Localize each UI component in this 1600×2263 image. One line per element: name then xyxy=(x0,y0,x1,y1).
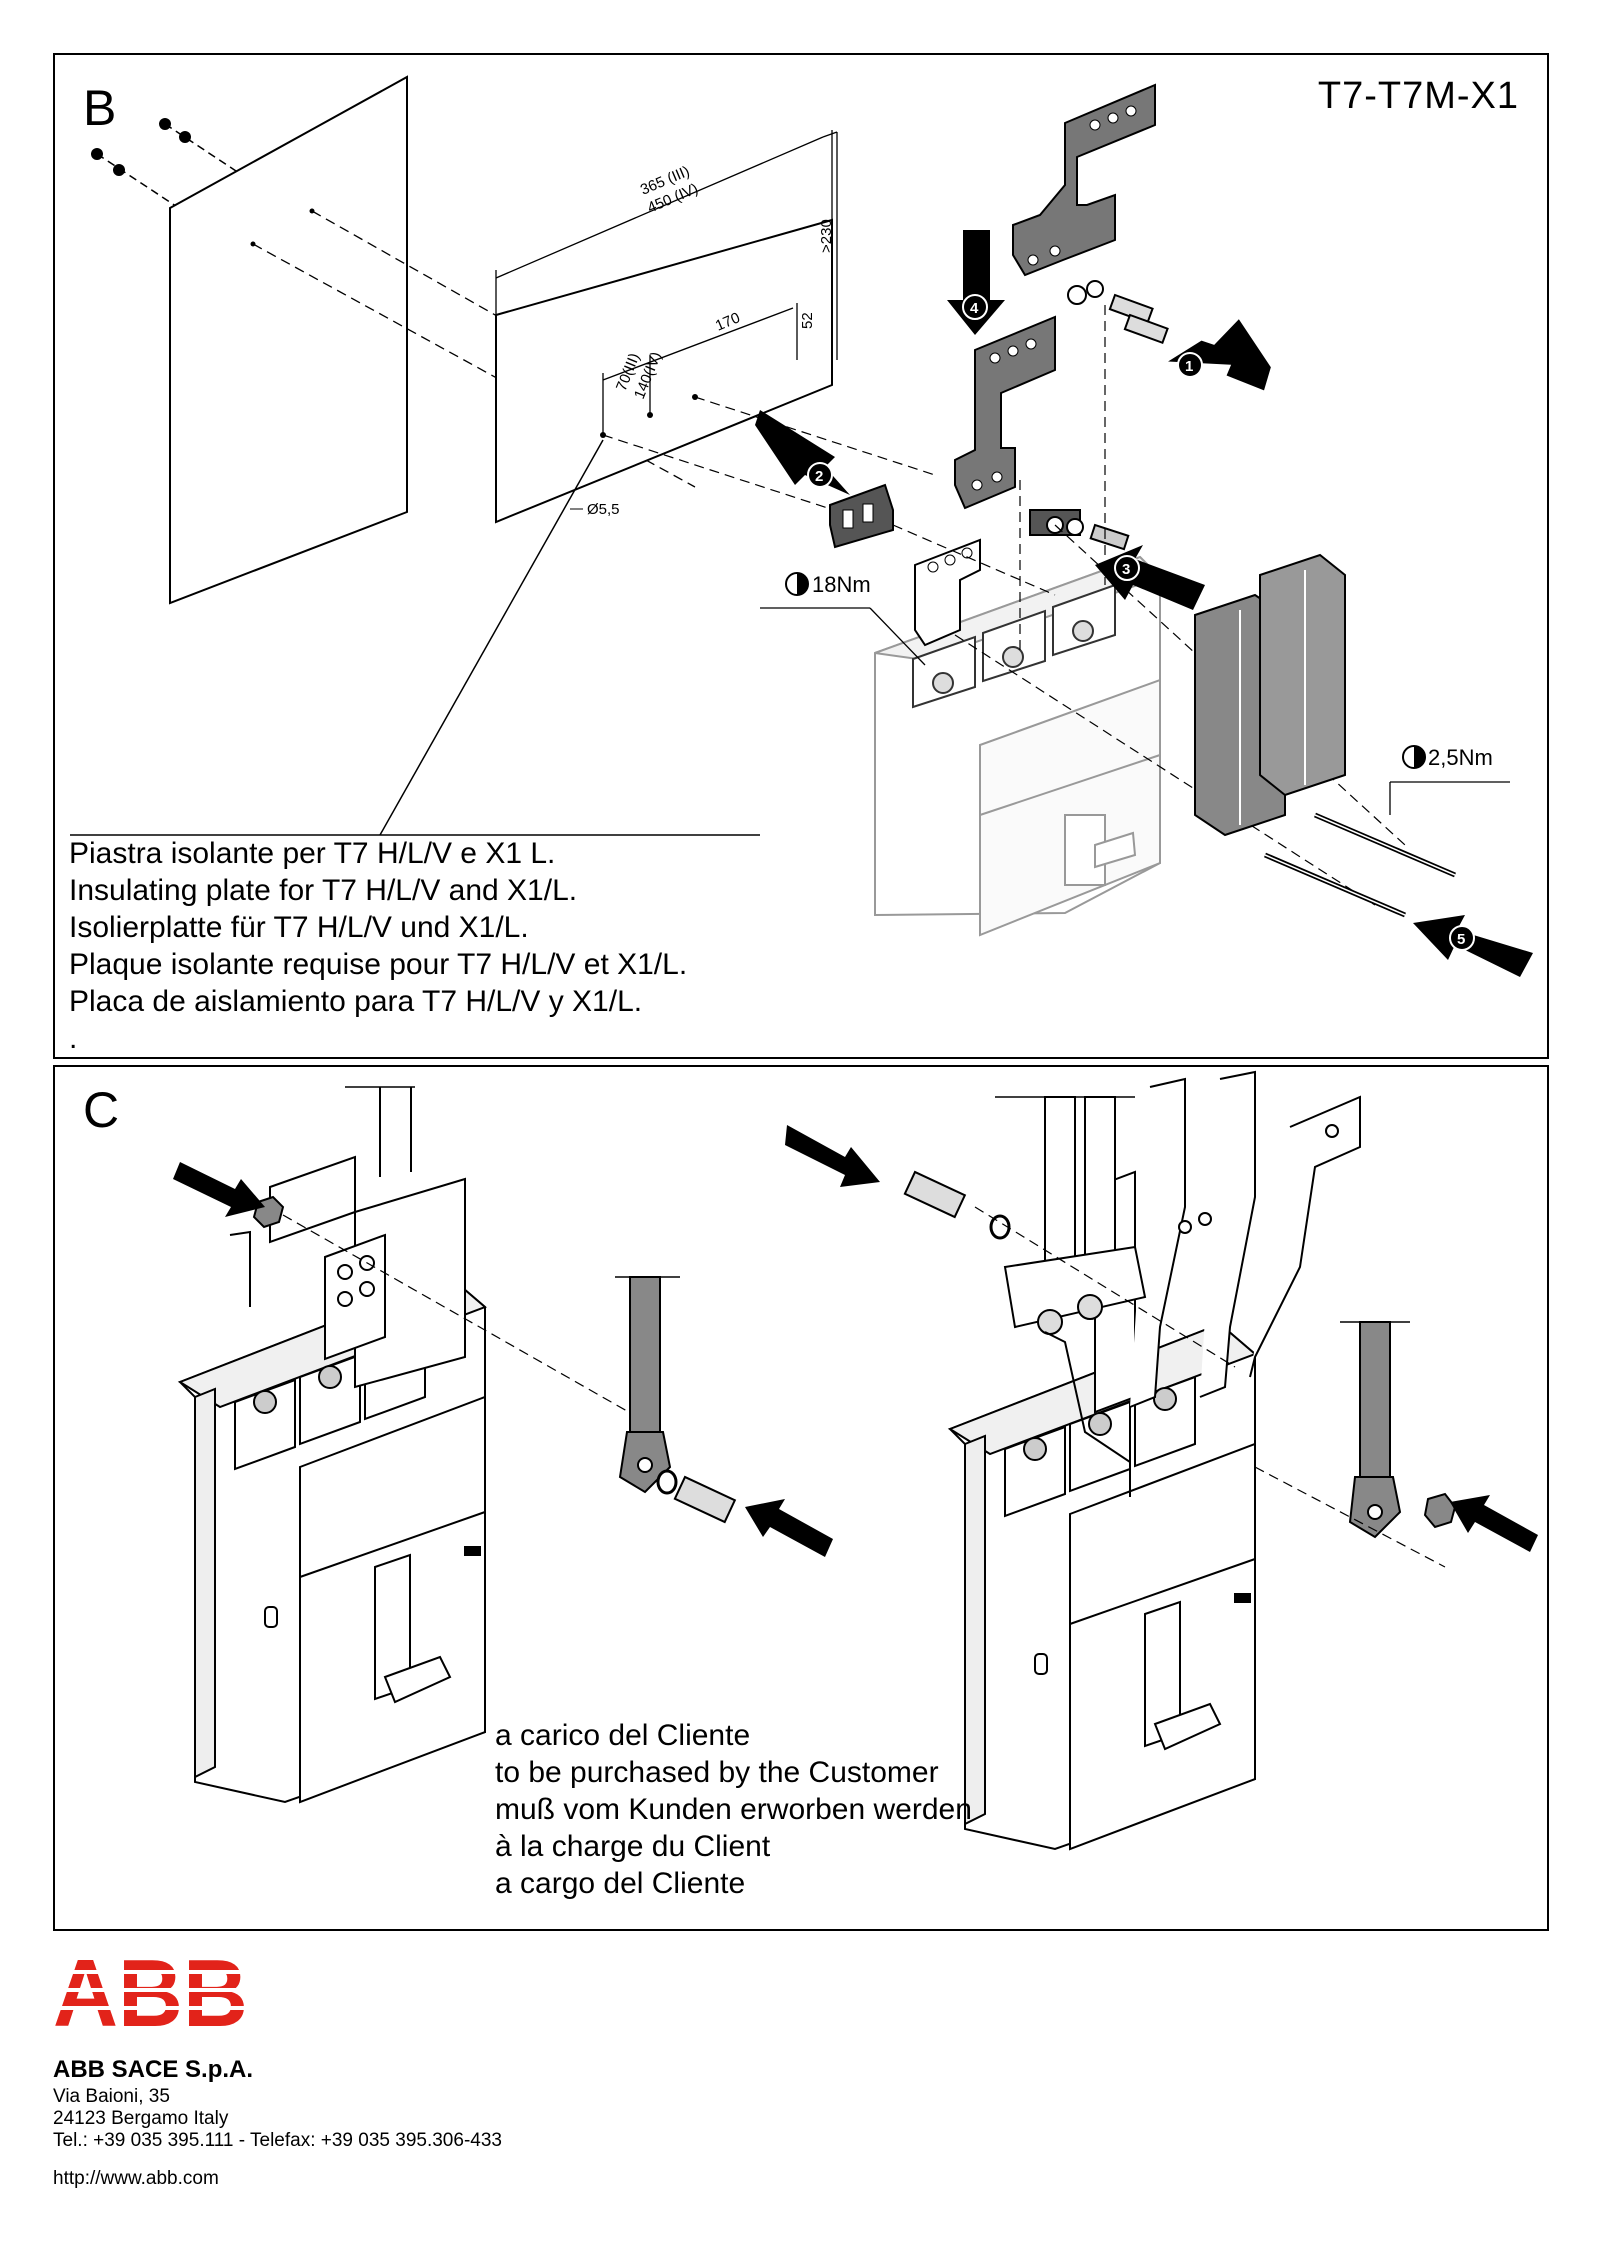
customer-line-es: a cargo del Cliente xyxy=(495,1867,746,1900)
torque-icon xyxy=(785,572,809,596)
torque-icon xyxy=(1402,745,1426,769)
step-arrow-4: 4 xyxy=(947,230,1005,335)
step-arrow-3: 3 xyxy=(1095,545,1205,610)
dim-hole: Ø5,5 xyxy=(587,501,620,518)
panel-c-drawing xyxy=(173,1070,1538,1851)
busbar-left xyxy=(324,1233,386,1361)
step-arrow-5: 5 xyxy=(1413,915,1533,977)
phase-separators xyxy=(1194,553,1346,837)
caption-line-en: Insulating plate for T7 H/L/V and X1/L. xyxy=(69,874,578,907)
customer-line-fr: à la charge du Client xyxy=(495,1830,771,1863)
dim-230: >230 xyxy=(818,219,835,253)
customer-caption: a carico del Cliente to be purchased by … xyxy=(495,1717,972,1902)
step-arrow-1: 1 xyxy=(1168,319,1271,391)
customer-line-de: muß vom Kunden erworben werden xyxy=(495,1793,972,1826)
address-phone: Tel.: +39 035 395.111 - Telefax: +39 035… xyxy=(53,2130,502,2151)
footer: ABB ABB SACE S.p.A. Via Baioni, 35 24123… xyxy=(53,1950,853,2250)
website-link[interactable]: http://www.abb.com xyxy=(53,2168,219,2189)
step-5-num: 5 xyxy=(1457,931,1465,948)
abb-logo: ABB xyxy=(53,1950,253,2030)
dim-52: 52 xyxy=(799,312,816,329)
bolt-set-upper xyxy=(1067,280,1169,345)
washer-right xyxy=(989,1214,1011,1240)
address-city: 24123 Bergamo Italy xyxy=(53,2108,229,2129)
arrow-bolt-right xyxy=(785,1125,880,1187)
step-1-num: 1 xyxy=(1185,358,1193,375)
arrow-bolt-left xyxy=(745,1499,833,1557)
panel-b-drawing: 365 (III) 450 (IV) >230 170 52 70(III) 1… xyxy=(70,75,1533,977)
cable-left xyxy=(629,1276,661,1438)
caption-line-es: Placa de aislamiento para T7 H/L/V y X1/… xyxy=(69,985,643,1018)
address-street: Via Baioni, 35 xyxy=(53,2086,170,2107)
arrow-nut-left xyxy=(173,1162,265,1217)
mounting-panel xyxy=(169,75,408,605)
torque-main: 18Nm xyxy=(812,572,871,597)
terminal-block xyxy=(829,483,894,549)
customer-line-en: to be purchased by the Customer xyxy=(495,1756,939,1789)
arrow-nut-right xyxy=(1450,1495,1538,1552)
busbar-upper xyxy=(1012,83,1156,277)
bolt-set-lower xyxy=(1029,509,1130,551)
bolt-left xyxy=(673,1475,737,1524)
nut-right xyxy=(1423,1492,1457,1529)
caption-line-dot: . xyxy=(69,1022,78,1055)
washer-left xyxy=(656,1469,678,1495)
step-arrow-2: 2 xyxy=(755,410,850,495)
caption-line-it: Piastra isolante per T7 H/L/V e X1 L. xyxy=(69,837,556,870)
panel-b: B T7-T7M-X1 xyxy=(53,53,1549,1059)
insulating-plate xyxy=(495,218,833,524)
step-2-num: 2 xyxy=(815,468,823,485)
company-name: ABB SACE S.p.A. xyxy=(53,2056,254,2083)
bolt-right xyxy=(903,1170,967,1219)
cable-far-right xyxy=(1359,1321,1391,1483)
step-4-num: 4 xyxy=(970,300,979,317)
busbar-right-3 xyxy=(1249,1095,1361,1378)
breaker-right-terminals xyxy=(1004,1375,1196,1518)
busbar-lower xyxy=(954,315,1056,510)
panel-c: C xyxy=(53,1065,1549,1931)
customer-line-it: a carico del Cliente xyxy=(495,1719,751,1752)
model-title: T7-T7M-X1 xyxy=(1317,75,1519,117)
panel-b-letter: B xyxy=(83,80,117,136)
insulating-plate-caption: Piastra isolante per T7 H/L/V e X1 L. In… xyxy=(69,835,687,1057)
caption-line-fr: Plaque isolante requise pour T7 H/L/V et… xyxy=(69,948,688,981)
torque-small: 2,5Nm xyxy=(1428,745,1493,770)
caption-line-de: Isolierplatte für T7 H/L/V und X1/L. xyxy=(69,911,529,944)
panel-c-letter: C xyxy=(83,1082,120,1138)
step-3-num: 3 xyxy=(1122,561,1130,578)
